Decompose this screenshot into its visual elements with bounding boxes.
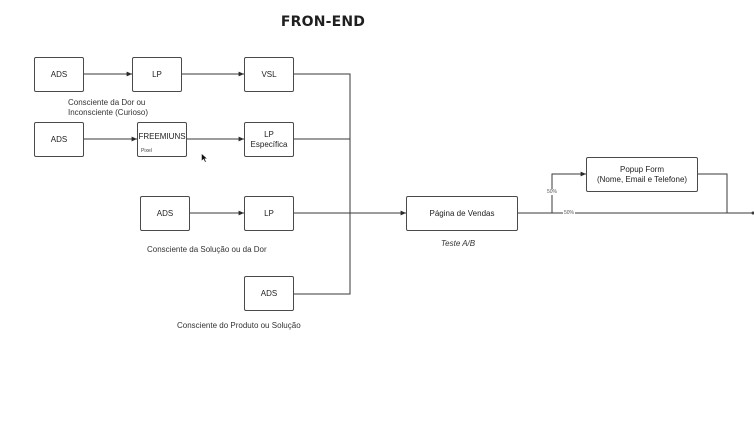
note-consciente-solucao: Consciente da Solução ou da Dor: [147, 245, 267, 254]
node-ads-3-label: ADS: [156, 208, 174, 218]
note-consciente-dor: Consciente da Dor ou Inconsciente (Curio…: [68, 98, 149, 117]
node-lp-3-label: LP: [264, 208, 274, 218]
node-popup-form-label: Popup Form (Nome, Email e Telefone): [596, 164, 688, 184]
edge-endpoint-dot: [751, 211, 754, 215]
node-popup-form[interactable]: Popup Form (Nome, Email e Telefone): [586, 157, 698, 192]
node-ads-3[interactable]: ADS: [140, 196, 190, 231]
note-teste-ab: Teste A/B: [441, 239, 476, 248]
node-ads-1[interactable]: ADS: [34, 57, 84, 92]
node-ads-1-label: ADS: [50, 69, 68, 79]
mouse-cursor-icon: [201, 153, 208, 163]
split-label-upper: 50%: [546, 189, 559, 195]
node-ads-2-label: ADS: [50, 134, 68, 144]
node-lp-especifica-label: LP Específica: [250, 129, 288, 149]
node-lp-3[interactable]: LP: [244, 196, 294, 231]
edge-ads4-merge: [294, 213, 351, 295]
edge-split-popup: [551, 171, 586, 213]
node-freemiuns[interactable]: FREEMIUNS Pixel: [137, 122, 187, 157]
node-freemiuns-sublabel: Pixel: [141, 148, 152, 154]
node-freemiuns-label: FREEMIUNS: [138, 131, 186, 141]
edge-vsl-merge: [294, 73, 351, 213]
note-consciente-produto: Consciente do Produto ou Solução: [177, 321, 301, 330]
node-lp-especifica[interactable]: LP Específica: [244, 122, 294, 157]
node-vsl-label: VSL: [261, 69, 277, 79]
split-label-lower: 50%: [563, 210, 576, 216]
node-pagina-vendas-label: Página de Vendas: [429, 208, 495, 218]
node-ads-2[interactable]: ADS: [34, 122, 84, 157]
node-lp-1-label: LP: [152, 69, 162, 79]
node-pagina-vendas[interactable]: Página de Vendas: [406, 196, 518, 231]
node-lp-1[interactable]: LP: [132, 57, 182, 92]
diagram-title: FRON-END: [280, 14, 366, 30]
node-ads-4-label: ADS: [260, 288, 278, 298]
node-vsl[interactable]: VSL: [244, 57, 294, 92]
node-ads-4[interactable]: ADS: [244, 276, 294, 311]
edge-popup-return: [698, 173, 728, 213]
